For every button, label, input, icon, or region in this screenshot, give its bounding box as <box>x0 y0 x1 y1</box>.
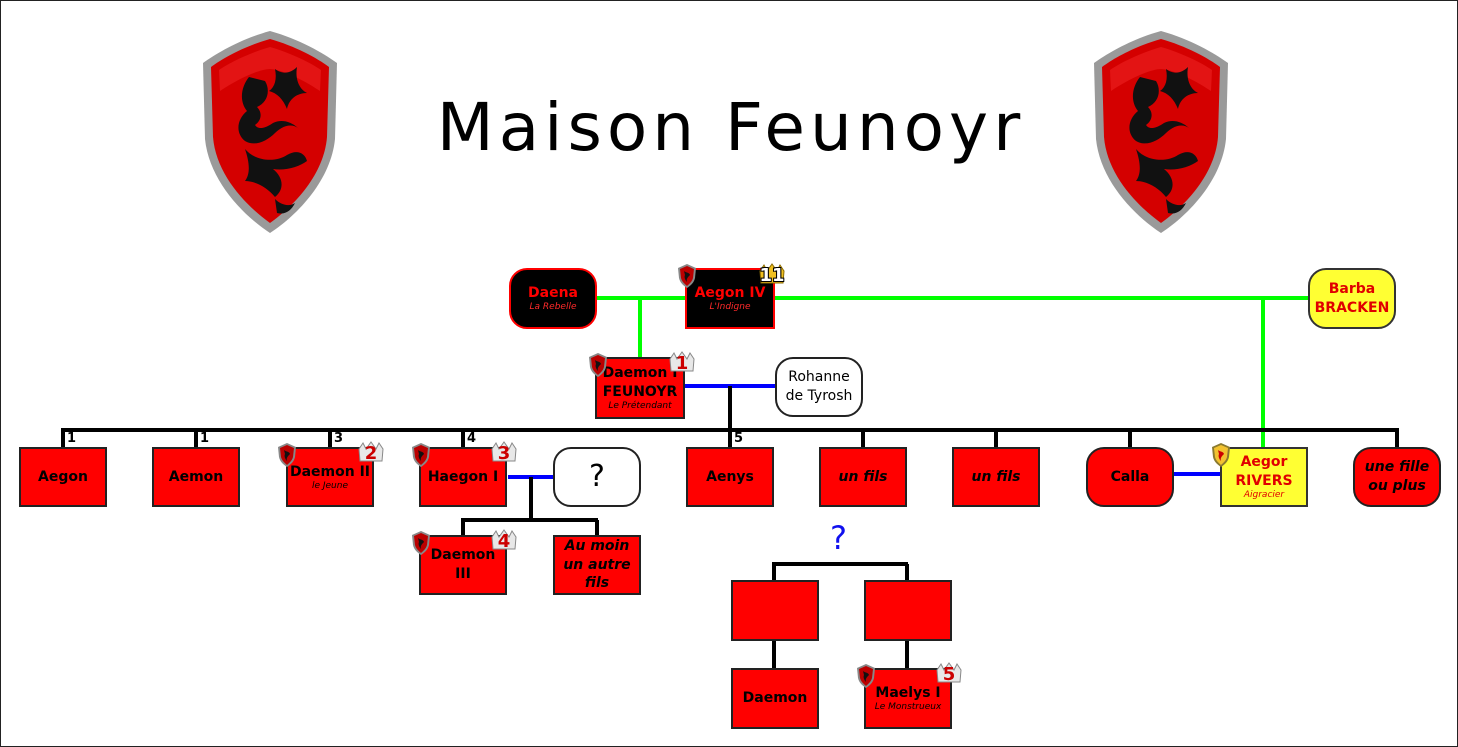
crown-icon: 2 <box>357 441 385 465</box>
node-autre-fils[interactable]: Au moin un autre fils <box>553 535 641 595</box>
node-une-fille[interactable]: une fille ou plus <box>1353 447 1441 507</box>
node-haegon-spouse[interactable]: ? <box>553 447 641 507</box>
crown-icon: 4 <box>490 529 518 553</box>
crown-icon: 1 <box>668 351 696 375</box>
node-aegon[interactable]: Aegon <box>19 447 107 507</box>
node-name: un fils <box>838 468 888 485</box>
node-name: Daemon III <box>430 547 496 582</box>
node-name: Au moin un autre fils <box>563 537 631 592</box>
unknown-link-question-mark: ? <box>830 519 847 557</box>
birth-order-aenys: 5 <box>734 431 744 446</box>
dragon-sigil-shield-icon <box>412 531 430 555</box>
birth-order-daemon-ii: 3 <box>334 431 344 446</box>
crown-number: 2 <box>364 443 378 464</box>
node-epithet: Le Monstrueux <box>874 702 942 712</box>
node-name: un fils <box>971 468 1021 485</box>
node-epithet: La Rebelle <box>529 302 577 312</box>
birth-order-aemon: 1 <box>200 431 210 446</box>
crown-number: 4 <box>497 531 511 552</box>
crown-number: 5 <box>942 664 956 685</box>
node-name: Aemon <box>168 468 224 485</box>
node-epithet: le Jeune <box>311 480 349 491</box>
crown-number: 3 <box>497 443 511 464</box>
node-un-fils-1[interactable]: un fils <box>819 447 907 507</box>
node-name: Maelys I <box>875 685 941 702</box>
node-haegon-i[interactable]: Haegon I <box>419 447 507 507</box>
dragon-sigil-shield-icon <box>278 443 296 467</box>
dragon-sigil-shield-icon <box>203 31 337 233</box>
page-title: Maison Feunoyr <box>436 89 1026 166</box>
dragon-sigil-shield-icon <box>589 353 607 377</box>
node-line2: de Tyrosh <box>785 388 853 404</box>
birth-order-haegon-i: 4 <box>467 431 477 446</box>
dragon-sigil-shield-icon <box>857 664 875 688</box>
node-line1: Rohanne <box>788 369 850 386</box>
node-aenys[interactable]: Aenys <box>686 447 774 507</box>
node-name: Daena <box>528 285 578 302</box>
node-name: une fille ou plus <box>1364 459 1430 494</box>
node-aegon-iv[interactable]: Aegon IV L'Indigne <box>685 268 775 329</box>
node-epithet: Aigracier <box>1243 489 1285 500</box>
node-surname: RIVERS <box>1235 473 1293 490</box>
node-un-fils-2[interactable]: un fils <box>952 447 1040 507</box>
rivers-sigil-icon <box>1212 443 1230 467</box>
node-name: ? <box>589 458 605 494</box>
node-aegor-rivers[interactable]: Aegor RIVERS Aigracier <box>1220 447 1308 507</box>
dragon-sigil-shield-icon <box>412 443 430 467</box>
node-daemon[interactable]: Daemon <box>731 668 819 729</box>
crown-number: 11 <box>759 265 785 286</box>
node-daemon-ii[interactable]: Daemon II le Jeune <box>286 447 374 507</box>
node-name: Aenys <box>706 468 754 485</box>
node-name: Aegon <box>38 468 88 485</box>
node-line2: BRACKEN <box>1314 299 1390 316</box>
node-line1: Barba <box>1328 280 1376 297</box>
node-aemon[interactable]: Aemon <box>152 447 240 507</box>
crown-icon: 11 <box>758 263 786 287</box>
node-name: Haegon I <box>427 468 499 485</box>
dragon-sigil-shield-icon <box>1094 31 1228 233</box>
node-surname: FEUNOYR <box>602 384 678 401</box>
descent-lines <box>61 386 1399 669</box>
node-unknown-2[interactable] <box>864 580 952 641</box>
dragon-sigil-shield-icon <box>678 264 696 288</box>
node-name: Daemon I <box>602 365 678 382</box>
node-calla[interactable]: Calla <box>1086 447 1174 507</box>
node-daena[interactable]: Daena La Rebelle <box>509 268 597 329</box>
birth-order-aegon: 1 <box>67 431 77 446</box>
crown-number: 1 <box>675 353 689 374</box>
node-name: Aegor <box>1240 454 1288 471</box>
node-name: Daemon II <box>289 463 371 480</box>
node-name: Daemon <box>742 690 808 707</box>
node-rohanne[interactable]: Rohanne de Tyrosh <box>775 357 863 417</box>
node-name: Calla <box>1110 468 1150 485</box>
node-epithet: L'Indigne <box>709 302 751 312</box>
node-barba-bracken[interactable]: Barba BRACKEN <box>1308 268 1396 329</box>
crown-icon: 3 <box>490 441 518 465</box>
node-unknown-1[interactable] <box>731 580 819 641</box>
node-maelys-i[interactable]: Maelys I Le Monstrueux <box>864 668 952 729</box>
node-epithet: Le Prétendant <box>608 400 672 411</box>
crown-icon: 5 <box>935 662 963 686</box>
node-name: Aegon IV <box>694 285 766 302</box>
node-daemon-i[interactable]: Daemon I FEUNOYR Le Prétendant <box>595 357 685 419</box>
